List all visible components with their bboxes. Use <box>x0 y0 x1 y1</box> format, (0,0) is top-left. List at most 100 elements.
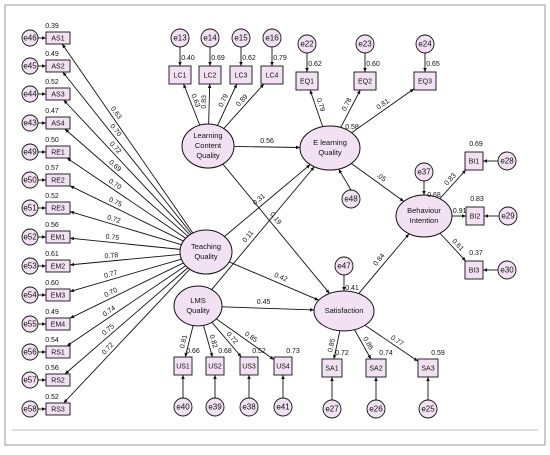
loading-path-re2 <box>69 185 184 242</box>
loading-path-us1 <box>184 325 194 358</box>
indicator-box-as3 <box>45 87 71 101</box>
loading-path-em3 <box>69 258 182 293</box>
indicator-label-re2: RE2 <box>51 177 65 184</box>
indicator-label-eq3: EQ3 <box>418 78 432 85</box>
error-label-e45: e45 <box>23 62 37 71</box>
loading-coefficient-eq1: 0.79 <box>315 97 326 112</box>
error-label-e38: e38 <box>242 403 256 412</box>
r-squared-as2: 0.49 <box>45 51 59 58</box>
indicator-label-sa1: SA1 <box>325 365 338 372</box>
r-squared-lc2: 0.69 <box>211 55 225 62</box>
indicator-label-em3: EM3 <box>51 292 66 299</box>
error-label-e15: e15 <box>234 34 248 43</box>
error-term-e51 <box>21 199 39 217</box>
latent-label-elq-line2: Quality <box>318 148 342 157</box>
error-label-e24: e24 <box>418 40 432 49</box>
loading-coefficient-us1: 0.81 <box>179 334 189 349</box>
loading-path-re3 <box>69 210 182 246</box>
error-term-e27 <box>322 399 342 419</box>
error-label-e30: e30 <box>500 266 514 275</box>
indicator-label-em2: EM2 <box>51 263 66 270</box>
latent-label-lcq-line3: Quality <box>196 151 220 160</box>
r-squared-rs2: 0.56 <box>45 365 59 372</box>
error-term-e40 <box>173 397 193 417</box>
error-term-e53 <box>21 257 39 275</box>
r-squared-us4: 0.73 <box>286 348 300 355</box>
loading-path-us2 <box>203 325 214 358</box>
r-squared-rs1: 0.54 <box>45 337 59 344</box>
error-term-e14 <box>200 28 220 48</box>
loading-coefficient-re3: 0.72 <box>106 214 121 225</box>
r-squared-lc4: 0.79 <box>273 55 287 62</box>
error-term-e43 <box>21 114 39 132</box>
r-squared-us2: 0.68 <box>218 348 232 355</box>
loading-path-bi1 <box>439 169 467 199</box>
indicator-label-us2: US2 <box>208 363 222 370</box>
indicator-label-bi1: BI1 <box>469 158 480 165</box>
loading-coefficient-sa1: 0.85 <box>327 338 337 353</box>
r-squared-sa3: 0.59 <box>431 350 445 357</box>
indicator-box-em3 <box>45 288 71 302</box>
structural-path-lms-sat <box>221 306 315 312</box>
indicator-box-lc4 <box>260 65 284 85</box>
indicator-box-eq3 <box>413 71 437 91</box>
disturbance-path-e48 <box>338 168 352 191</box>
error-term-e41 <box>273 397 293 417</box>
indicator-label-as1: AS1 <box>51 35 64 42</box>
indicator-label-rs2: RS2 <box>51 377 65 384</box>
indicator-box-us2 <box>205 356 225 376</box>
error-label-e22: e22 <box>300 40 314 49</box>
error-label-e14: e14 <box>203 34 217 43</box>
indicator-box-as2 <box>45 59 71 73</box>
error-term-e57 <box>21 371 39 389</box>
indicator-label-eq1: EQ1 <box>300 78 314 85</box>
disturbance-label-e37: e37 <box>417 168 431 177</box>
disturbance-label-e48: e48 <box>344 195 358 204</box>
indicator-box-bi2 <box>465 206 485 226</box>
indicator-label-sa3: SA3 <box>421 365 434 372</box>
r-squared-as4: 0.47 <box>45 108 59 115</box>
disturbance-term-e37 <box>414 162 434 182</box>
indicator-box-eq1 <box>295 71 319 91</box>
indicator-box-re3 <box>45 201 71 215</box>
indicator-box-rs1 <box>45 345 71 359</box>
latent-label-lcq-line2: Content <box>195 141 222 150</box>
loading-path-rs1 <box>66 265 186 347</box>
latent-label-sat-line1: Satisfaction <box>325 306 364 315</box>
error-term-e29 <box>498 206 518 226</box>
loading-path-re1 <box>66 157 186 239</box>
error-term-e50 <box>21 171 39 189</box>
error-label-e56: e56 <box>23 348 37 357</box>
error-label-e28: e28 <box>500 157 514 166</box>
indicator-box-lc3 <box>229 65 253 85</box>
loading-coefficient-bi2: 0.91 <box>453 208 467 215</box>
loading-path-as2 <box>62 71 192 235</box>
indicator-label-re3: RE3 <box>51 205 65 212</box>
r-squared-re2: 0.57 <box>45 165 59 172</box>
error-term-e46 <box>21 29 39 47</box>
error-label-e50: e50 <box>23 176 37 185</box>
error-term-e23 <box>355 34 375 54</box>
r-squared-lc1: 0.40 <box>181 55 195 62</box>
path-coefficient-lcq-elq: 0.56 <box>260 138 274 145</box>
indicator-label-bi2: BI2 <box>470 213 481 220</box>
r-squared-us3: 0.52 <box>252 348 266 355</box>
loading-path-eq2 <box>340 89 361 128</box>
latent-lcq <box>181 123 235 169</box>
indicator-label-eq2: EQ2 <box>358 78 372 85</box>
indicator-box-re1 <box>45 145 71 159</box>
indicator-label-bi3: BI3 <box>469 267 480 274</box>
error-label-e57: e57 <box>23 376 37 385</box>
indicator-box-sa3 <box>417 358 439 378</box>
loading-path-us3 <box>211 322 242 358</box>
error-label-e43: e43 <box>23 119 37 128</box>
r-squared-bi3: 0.37 <box>469 250 483 257</box>
disturbance-label-e47: e47 <box>337 262 351 271</box>
error-label-e26: e26 <box>369 405 383 414</box>
error-term-e22 <box>297 34 317 54</box>
indicator-box-em1 <box>45 230 71 244</box>
loading-coefficient-em3: 0.77 <box>104 269 119 280</box>
error-term-e52 <box>21 228 39 246</box>
